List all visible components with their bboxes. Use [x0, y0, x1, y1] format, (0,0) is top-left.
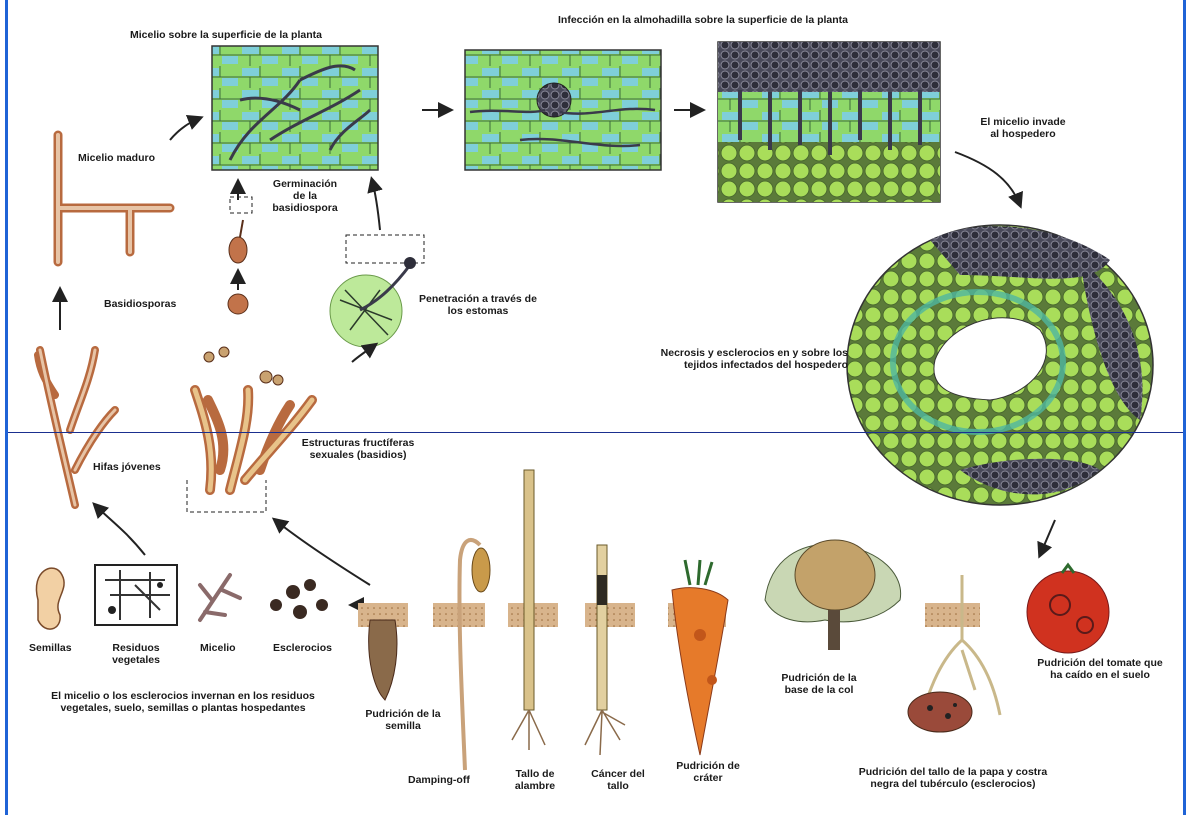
damping-off-illustration — [433, 540, 490, 770]
mycelium-illustration — [200, 575, 240, 620]
label-basidiosporas: Basidiosporas — [104, 298, 176, 310]
potato-stem-rot-illustration — [908, 575, 1000, 732]
wire-stem-illustration — [508, 470, 558, 750]
label-damping-off: Damping-off — [408, 774, 470, 786]
label-micelio-superficie: Micelio sobre la superficie de la planta — [130, 29, 322, 41]
panel-mycelium-surface — [212, 46, 378, 170]
seed-illustration — [36, 568, 64, 629]
carrot-crater-rot-illustration — [668, 560, 728, 755]
plant-debris-illustration — [95, 565, 177, 625]
label-semillas: Semillas — [29, 642, 72, 654]
label-esclerocios: Esclerocios — [273, 642, 332, 654]
label-micelio: Micelio — [200, 642, 236, 654]
tomato-rot-illustration — [1027, 565, 1109, 653]
cabbage-rot-illustration — [765, 540, 901, 650]
label-micelio-maduro: Micelio maduro — [78, 152, 155, 164]
label-invernan: El micelio o los esclerocios invernan en… — [13, 690, 353, 714]
seed-rot-illustration — [358, 603, 408, 700]
label-hifas-jovenes: Hifas jóvenes — [93, 461, 161, 473]
panel-infection-cushion — [465, 50, 661, 170]
panel-host-invasion — [718, 42, 940, 202]
stem-canker-illustration — [585, 545, 635, 755]
stem-cross-section-illustration — [847, 225, 1153, 555]
panel-divider-line — [8, 432, 1183, 433]
label-infeccion-almohadilla: Infección en la almohadilla sobre la sup… — [558, 14, 848, 26]
